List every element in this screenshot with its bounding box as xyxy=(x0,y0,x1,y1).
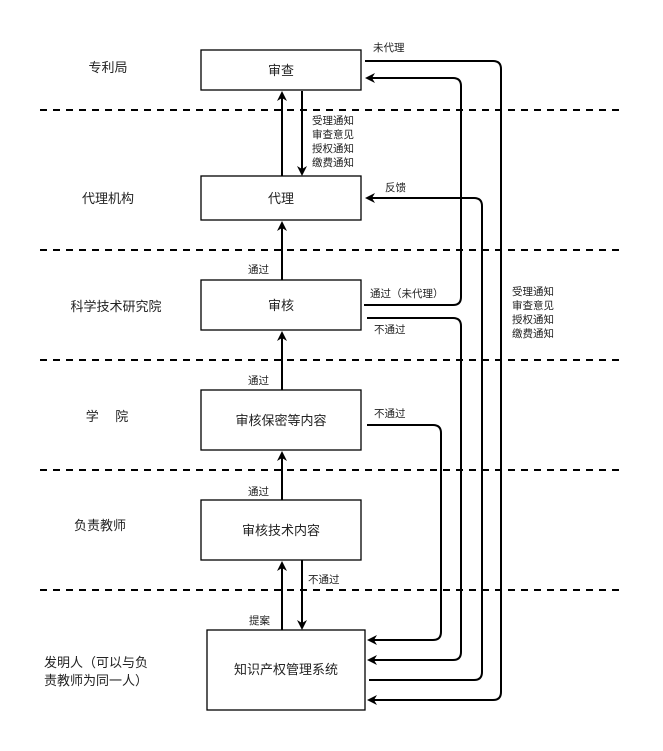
label-pass-to-institute: 通过 xyxy=(248,374,269,387)
label-not-agent: 未代理 xyxy=(373,42,405,54)
arrow-examination-to-system xyxy=(365,60,502,705)
label-office-notice-2: 审查意见 xyxy=(312,128,354,141)
box-confidential-review-label: 审核保密等内容 xyxy=(235,413,326,429)
label-reject-college: 不通过 xyxy=(374,407,406,420)
box-examination-label: 审查 xyxy=(268,64,294,79)
label-reject-teacher: 不通过 xyxy=(308,573,340,586)
arrow-review-to-examination xyxy=(364,73,462,306)
lane-label-research-institute: 科学技术研究院 xyxy=(70,299,161,315)
label-pass-to-agency: 通过 xyxy=(248,263,269,276)
arrow-college-reject-to-system xyxy=(367,424,442,645)
box-review: 审核 xyxy=(200,279,362,331)
lane-label-patent-office: 专利局 xyxy=(88,61,127,76)
label-pass-to-college: 通过 xyxy=(248,485,269,498)
arrow-institute-reject-to-system xyxy=(367,317,462,665)
label-system-notice-4: 缴费通知 xyxy=(512,327,554,340)
label-pass-not-agent: 通过（未代理） xyxy=(370,287,444,300)
box-examination: 审查 xyxy=(200,49,362,91)
lane-label-inventor-line2: 责教师为同一人） xyxy=(44,673,148,689)
box-agency-label: 代理 xyxy=(268,192,294,207)
label-office-notice-3: 授权通知 xyxy=(312,142,354,155)
label-office-notice-4: 缴费通知 xyxy=(312,156,354,169)
label-office-notice-1: 受理通知 xyxy=(312,114,354,127)
lane-label-teacher: 负责教师 xyxy=(74,518,126,534)
label-system-notice-2: 审查意见 xyxy=(512,299,554,312)
lane-label-inventor-line1: 发明人（可以与负 xyxy=(44,655,148,671)
box-ip-system: 知识产权管理系统 xyxy=(206,629,366,711)
box-technical-review-label: 审核技术内容 xyxy=(242,523,320,539)
lane-label-agency: 代理机构 xyxy=(82,192,134,207)
box-review-label: 审核 xyxy=(268,299,294,314)
label-proposal: 提案 xyxy=(249,614,270,627)
label-feedback: 反馈 xyxy=(385,181,406,194)
arrow-system-feedback-to-agency xyxy=(365,193,483,681)
label-system-notice-3: 授权通知 xyxy=(512,313,554,326)
box-confidential-review: 审核保密等内容 xyxy=(200,389,362,451)
box-agency: 代理 xyxy=(200,175,362,221)
box-ip-system-label: 知识产权管理系统 xyxy=(234,662,338,678)
label-reject-institute: 不通过 xyxy=(374,323,406,336)
label-system-notice-1: 受理通知 xyxy=(512,285,554,298)
box-technical-review: 审核技术内容 xyxy=(200,499,362,561)
lane-label-college: 学 院 xyxy=(86,409,129,425)
